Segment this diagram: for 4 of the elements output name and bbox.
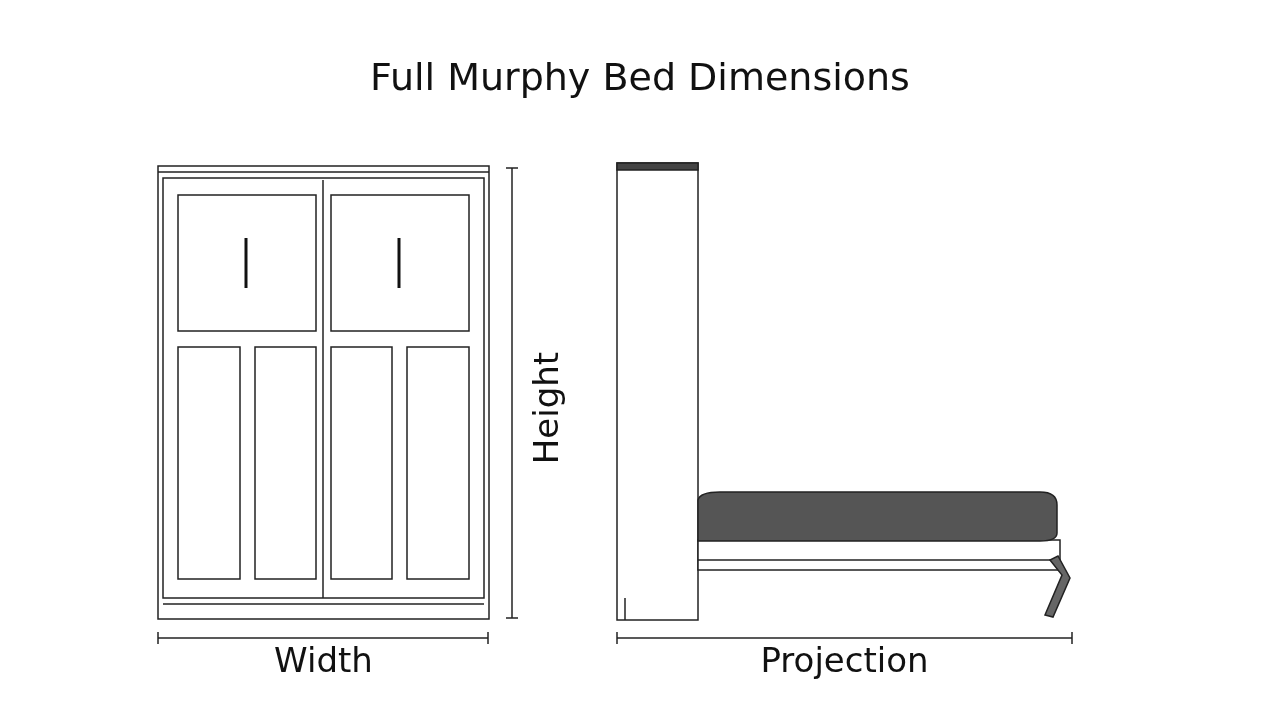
- dimension-label: Width: [273, 640, 374, 680]
- dimension-label: Height: [526, 351, 567, 465]
- dimension-label: Projection: [759, 640, 930, 680]
- diagram-title: Full Murphy Bed Dimensions: [369, 55, 911, 99]
